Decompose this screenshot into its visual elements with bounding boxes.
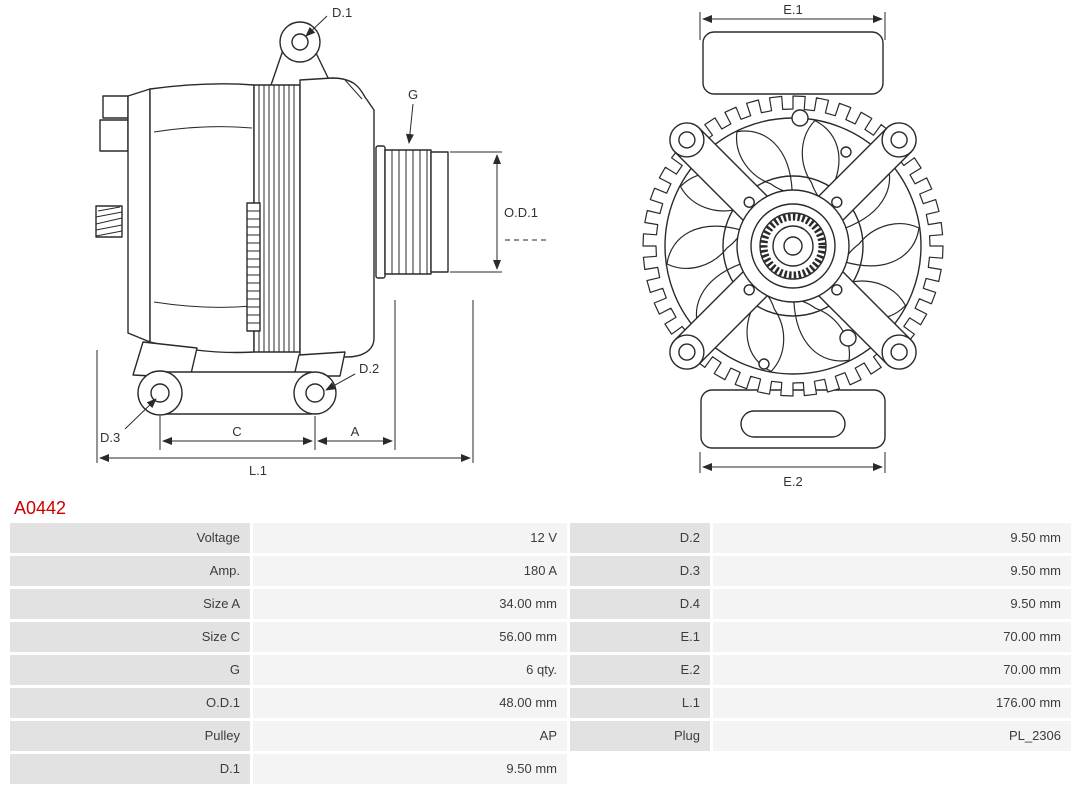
stator bbox=[253, 84, 301, 353]
spec-label: E.2 bbox=[570, 655, 710, 685]
mounting-hole bbox=[890, 131, 908, 149]
main-body bbox=[149, 83, 255, 354]
mounting-hole bbox=[678, 131, 696, 149]
knurled-ring bbox=[760, 213, 826, 279]
arm-bolt-hole bbox=[831, 196, 843, 208]
spec-label: Size A bbox=[10, 589, 250, 619]
spec-label: D.3 bbox=[570, 556, 710, 586]
dim-label-e1: E.1 bbox=[783, 2, 803, 17]
front-block-lower bbox=[99, 119, 129, 152]
spec-value: 48.00 mm bbox=[253, 688, 567, 718]
dim-label-d1: D.1 bbox=[332, 5, 352, 20]
spec-label bbox=[570, 754, 710, 784]
spec-value: 9.50 mm bbox=[253, 754, 567, 784]
spec-label: E.1 bbox=[570, 622, 710, 652]
pulley-flange-outline bbox=[722, 175, 864, 317]
dim-label-e2: E.2 bbox=[783, 474, 803, 489]
front-bracket bbox=[127, 88, 151, 343]
dim-label-l1: L.1 bbox=[249, 463, 267, 478]
lug-support-right bbox=[293, 351, 346, 377]
dim-label-a: A bbox=[351, 424, 360, 439]
pulley bbox=[375, 145, 449, 279]
dim-label-c: C bbox=[232, 424, 241, 439]
spec-label: Plug bbox=[570, 721, 710, 751]
front-view bbox=[642, 31, 944, 449]
leader-d1 bbox=[305, 15, 328, 37]
side-view-dimensions bbox=[96, 15, 548, 463]
lug-bar bbox=[159, 371, 316, 415]
bolt-head bbox=[791, 109, 809, 127]
hub bbox=[736, 189, 850, 303]
mounting-hole bbox=[678, 343, 696, 361]
fan-blade bbox=[736, 130, 793, 193]
arm-bolt-hole bbox=[831, 284, 843, 296]
spec-value: 9.50 mm bbox=[713, 556, 1071, 586]
lug-hole-right bbox=[305, 383, 325, 403]
arm-bolt-hole bbox=[743, 196, 755, 208]
fan-blade bbox=[666, 225, 742, 269]
leader-g bbox=[405, 103, 414, 144]
alternator-technical-diagram: D.1 G O.D.1 D.2 D.3 C A L.1 E.1 E.2 bbox=[95, 2, 944, 489]
spec-label: Voltage bbox=[10, 523, 250, 553]
spec-value: 6 qty. bbox=[253, 655, 567, 685]
spec-value: 9.50 mm bbox=[713, 589, 1071, 619]
front-block-upper bbox=[102, 95, 129, 119]
spec-value: 12 V bbox=[253, 523, 567, 553]
leader-d3 bbox=[124, 398, 157, 430]
spec-label: D.2 bbox=[570, 523, 710, 553]
spec-label: L.1 bbox=[570, 688, 710, 718]
dim-label-d2: D.2 bbox=[359, 361, 379, 376]
spec-value: 70.00 mm bbox=[713, 655, 1071, 685]
mount-slot bbox=[740, 410, 846, 438]
fan-blade bbox=[746, 289, 785, 372]
dim-label-g: G bbox=[408, 87, 418, 102]
side-view-labels: D.1 G O.D.1 D.2 D.3 C A L.1 bbox=[100, 5, 538, 478]
spec-label: D.1 bbox=[10, 754, 250, 784]
top-ear-hole bbox=[291, 33, 309, 51]
fan-blade bbox=[801, 120, 840, 203]
bolt-head bbox=[840, 146, 852, 158]
front-top-mount bbox=[702, 31, 884, 95]
part-number: A0442 bbox=[14, 498, 67, 518]
bolt-head bbox=[758, 358, 770, 370]
spec-value: AP bbox=[253, 721, 567, 751]
spec-label: O.D.1 bbox=[10, 688, 250, 718]
spec-label: Amp. bbox=[10, 556, 250, 586]
dim-label-d3: D.3 bbox=[100, 430, 120, 445]
spec-label: G bbox=[10, 655, 250, 685]
bolt-head bbox=[839, 329, 857, 347]
mounting-hole bbox=[890, 343, 908, 361]
dim-label-od1: O.D.1 bbox=[504, 205, 538, 220]
spline-rack bbox=[246, 202, 261, 332]
fan-blade bbox=[844, 223, 920, 267]
lug-hole-left bbox=[150, 383, 170, 403]
spec-label: Pulley bbox=[10, 721, 250, 751]
spec-value bbox=[713, 754, 1071, 784]
spec-value: 70.00 mm bbox=[713, 622, 1071, 652]
spec-label: D.4 bbox=[570, 589, 710, 619]
arm-bolt-hole bbox=[743, 284, 755, 296]
rear-housing bbox=[299, 77, 375, 358]
side-view bbox=[95, 21, 449, 416]
front-view-dimensions bbox=[699, 12, 886, 473]
spec-value: 56.00 mm bbox=[253, 622, 567, 652]
shaft-hole bbox=[783, 236, 803, 256]
spec-value: 9.50 mm bbox=[713, 523, 1071, 553]
spec-value: 180 A bbox=[253, 556, 567, 586]
front-view-labels: E.1 E.2 bbox=[783, 2, 803, 489]
pulley-grooves bbox=[391, 150, 428, 274]
spec-label: Size C bbox=[10, 622, 250, 652]
spec-value: 34.00 mm bbox=[253, 589, 567, 619]
connector-plug bbox=[95, 205, 123, 238]
spec-value: PL_2306 bbox=[713, 721, 1071, 751]
leader-d2 bbox=[325, 373, 356, 391]
spec-value: 176.00 mm bbox=[713, 688, 1071, 718]
